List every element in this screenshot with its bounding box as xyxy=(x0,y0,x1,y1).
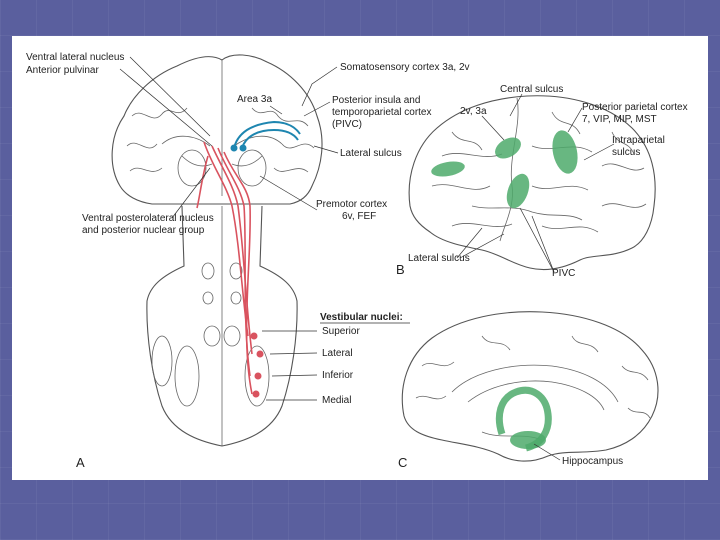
posterior-parietal-area xyxy=(549,128,582,176)
label-vpl-line1: Ventral posterolateral nucleus xyxy=(82,213,214,224)
label-posterior-parietal-line2: 7, VIP, MIP, MST xyxy=(582,114,657,125)
label-posterior-parietal-line1: Posterior parietal cortex xyxy=(582,102,688,113)
thalamocortical-pathway xyxy=(231,122,301,152)
label-premotor-line2: 6v, FEF xyxy=(342,211,376,222)
brainstem-outline xyxy=(147,206,297,446)
area-2v-3a xyxy=(491,133,524,163)
label-lateral-sulcus-a: Lateral sulcus xyxy=(340,148,402,159)
label-posterior-insula-line2: temporoparietal cortex xyxy=(332,107,432,118)
label-vpl-line2: and posterior nuclear group xyxy=(82,225,205,236)
label-lateral-sulcus-b: Lateral sulcus xyxy=(408,253,470,264)
label-inferior: Inferior xyxy=(322,370,354,381)
label-medial: Medial xyxy=(322,395,351,406)
label-ventral-lateral-nucleus: Ventral lateral nucleus xyxy=(26,52,124,63)
label-superior: Superior xyxy=(322,326,360,337)
label-somatosensory-cortex: Somatosensory cortex 3a, 2v xyxy=(340,62,470,73)
hippocampus-area xyxy=(510,431,546,449)
label-area-3a: Area 3a xyxy=(237,94,272,105)
label-posterior-insula-line3: (PIVC) xyxy=(332,119,362,130)
medial-brain-view xyxy=(402,312,658,461)
panel-c-leaders xyxy=(534,444,560,460)
panel-c-letter: C xyxy=(398,455,407,470)
label-2v-3a: 2v, 3a xyxy=(460,106,487,117)
label-vestibular-nuclei: Vestibular nuclei: xyxy=(320,312,403,323)
panel-a-letter: A xyxy=(76,455,85,470)
label-intraparietal-line2: sulcus xyxy=(612,147,640,158)
vestibular-pathway-figure: Ventral lateral nucleus Anterior pulvina… xyxy=(12,36,708,480)
label-intraparietal-line1: Intraparietal xyxy=(612,135,665,146)
label-posterior-insula-line1: Posterior insula and xyxy=(332,95,420,106)
panel-c-labels: Hippocampus C xyxy=(398,455,623,470)
label-premotor-line1: Premotor cortex xyxy=(316,199,387,210)
label-pivc: PIVC xyxy=(552,268,575,279)
label-anterior-pulvinar: Anterior pulvinar xyxy=(26,65,99,76)
pivc-area xyxy=(502,171,533,212)
premotor-area xyxy=(430,159,466,179)
slide-panel: Ventral lateral nucleus Anterior pulvina… xyxy=(12,36,708,480)
label-lateral: Lateral xyxy=(322,348,353,359)
panel-b-letter: B xyxy=(396,262,405,277)
label-central-sulcus: Central sulcus xyxy=(500,84,563,95)
label-hippocampus: Hippocampus xyxy=(562,456,623,467)
coronal-brain-section xyxy=(112,55,322,204)
